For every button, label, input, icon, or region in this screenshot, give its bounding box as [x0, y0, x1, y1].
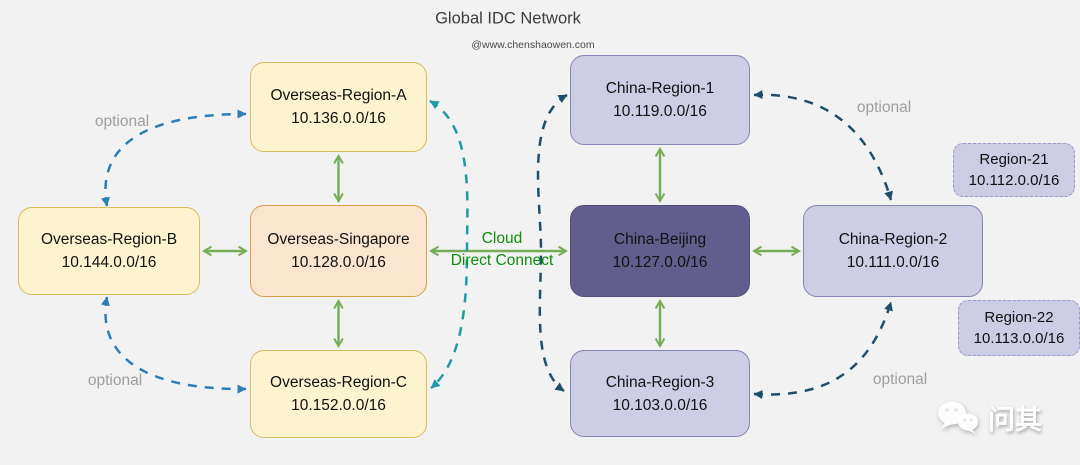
- page-title: Global IDC Network: [435, 9, 581, 28]
- node-overseas-region-a: Overseas-Region-A 10.136.0.0/16: [250, 62, 427, 152]
- node-label: China-Region-2: [838, 231, 948, 248]
- wechat-icon: [938, 401, 978, 434]
- node-cidr: 10.127.0.0/16: [612, 254, 708, 271]
- node-label: Overseas-Region-A: [270, 87, 407, 104]
- node-cidr: 10.136.0.0/16: [291, 110, 386, 127]
- node-china-region-1: China-Region-1 10.119.0.0/16: [570, 55, 750, 145]
- edge-optional-regionB-regionC: [101, 296, 247, 394]
- node-cidr: 10.103.0.0/16: [612, 396, 708, 414]
- node-china-region-2: China-Region-2 10.111.0.0/16: [803, 205, 983, 297]
- watermark: 问其: [936, 398, 1042, 437]
- node-cidr: 10.144.0.0/16: [61, 254, 157, 271]
- edge-optional-region1-region3: [536, 93, 568, 393]
- node-label: Region-21: [979, 151, 1049, 168]
- edge-optional-regionA-regionC: [429, 99, 469, 389]
- node-region-21: Region-21 10.112.0.0/16: [953, 143, 1075, 197]
- edge-optional-region1-region2: [753, 90, 893, 201]
- node-cidr: 10.128.0.0/16: [291, 254, 386, 271]
- node-overseas-singapore: Overseas-Singapore 10.128.0.0/16: [250, 205, 427, 297]
- node-cidr: 10.152.0.0/16: [291, 397, 386, 414]
- node-cidr: 10.119.0.0/16: [613, 103, 707, 120]
- optional-label-top-right: optional: [856, 99, 912, 116]
- node-cidr: 10.111.0.0/16: [846, 254, 940, 271]
- node-label: China-Beijing: [613, 231, 707, 248]
- cloud-label-line1: Cloud: [481, 230, 523, 247]
- watermark-text: 问其: [988, 405, 1042, 435]
- node-label: China-Region-1: [605, 80, 715, 97]
- node-label: Overseas-Region-C: [270, 374, 407, 391]
- cloud-direct-connect-label: Cloud Direct Connect: [451, 228, 554, 272]
- node-china-region-3: China-Region-3 10.103.0.0/16: [570, 350, 750, 437]
- node-cidr: 10.113.0.0/16: [973, 330, 1065, 347]
- node-overseas-region-c: Overseas-Region-C 10.152.0.0/16: [250, 350, 427, 438]
- node-overseas-region-b: Overseas-Region-B 10.144.0.0/16: [18, 207, 200, 295]
- node-label: Region-22: [984, 309, 1054, 326]
- cloud-label-line2: Direct Connect: [450, 252, 554, 269]
- node-label: Overseas-Singapore: [267, 231, 410, 248]
- node-label: China-Region-3: [605, 373, 715, 391]
- node-region-22: Region-22 10.113.0.0/16: [958, 300, 1080, 356]
- page-subtitle: @www.chenshaowen.com: [471, 39, 595, 51]
- node-china-beijing: China-Beijing 10.127.0.0/16: [570, 205, 750, 297]
- optional-label-bottom-left: optional: [87, 372, 143, 389]
- node-cidr: 10.112.0.0/16: [968, 172, 1060, 189]
- edge-optional-region3-region2: [753, 301, 893, 400]
- optional-label-bottom-right: optional: [872, 371, 928, 388]
- optional-label-top-left: optional: [94, 113, 150, 130]
- node-label: Overseas-Region-B: [40, 231, 178, 248]
- edge-optional-regionB-regionA: [101, 109, 247, 207]
